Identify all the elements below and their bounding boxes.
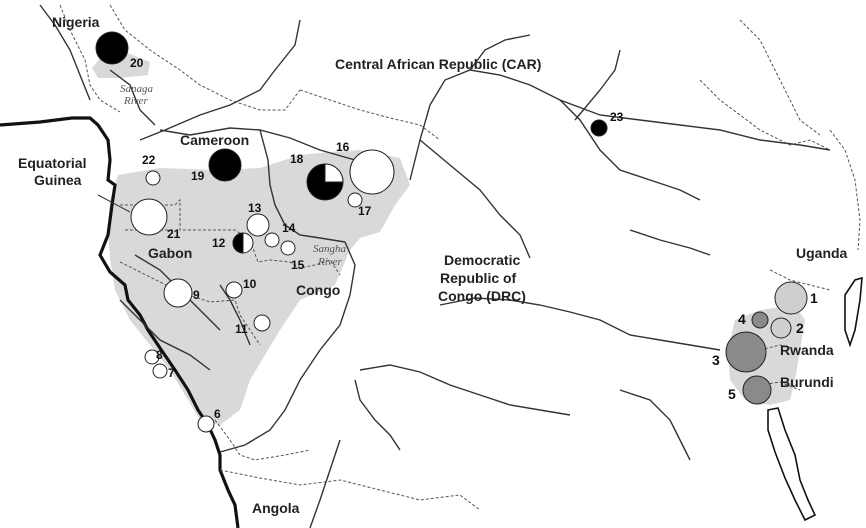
site-marker-21 [130, 198, 168, 236]
site-label-4: 4 [738, 311, 746, 327]
site-marker-16 [349, 149, 395, 195]
river-label-sanaga-river: River [123, 95, 149, 107]
site-label-5: 5 [728, 386, 736, 402]
site-marker-7 [152, 363, 168, 379]
site-marker-19 [208, 148, 242, 182]
site-marker-3 [725, 331, 767, 373]
river-label-sangha-river: River [317, 256, 343, 268]
site-label-3: 3 [712, 352, 720, 368]
country-label-gabon: Gabon [148, 245, 192, 261]
site-marker-22 [145, 170, 161, 186]
site-marker-6 [197, 415, 215, 433]
river-label-sanaga: Sanaga [120, 83, 154, 95]
site-marker-13 [246, 213, 270, 237]
country-label-nigeria: Nigeria [52, 14, 100, 30]
site-marker-8 [144, 349, 160, 365]
site-marker-17 [347, 192, 363, 208]
country-label-car: Central African Republic (CAR) [335, 56, 541, 72]
country-label-republic-of: Republic of [440, 270, 517, 286]
country-label-guinea: Guinea [34, 172, 82, 188]
site-marker-11 [253, 314, 271, 332]
country-label-uganda: Uganda [796, 245, 848, 261]
site-marker-9 [163, 278, 193, 308]
site-marker-2 [770, 317, 792, 339]
site-marker-20 [95, 31, 129, 65]
site-label-22: 22 [142, 153, 156, 167]
country-label-burundi: Burundi [780, 374, 834, 390]
lake-tanganyika [767, 407, 817, 522]
site-label-1: 1 [810, 290, 818, 306]
site-label-10: 10 [243, 277, 257, 291]
rivers [39, 4, 831, 528]
site-label-14: 14 [282, 221, 296, 235]
site-marker-14 [264, 232, 280, 248]
coastline [0, 116, 240, 528]
site-label-17: 17 [358, 204, 372, 218]
site-marker-12-black-half [232, 232, 244, 254]
site-label-18: 18 [290, 152, 304, 166]
site-label-21: 21 [167, 227, 181, 241]
lake-albert [844, 276, 863, 348]
country-borders [59, 4, 861, 511]
country-label-cameroon: Cameroon [180, 132, 249, 148]
site-label-9: 9 [193, 288, 200, 302]
sampling-sites [95, 31, 808, 433]
forest-range-west [108, 150, 410, 425]
site-label-23: 23 [610, 110, 624, 124]
country-label-rwanda: Rwanda [780, 342, 834, 358]
site-label-8: 8 [156, 348, 163, 362]
site-marker-15 [280, 240, 296, 256]
site-label-11: 11 [235, 322, 248, 336]
site-labels: 1 2 3 4 5 6 7 8 9 10 11 12 13 14 15 16 1… [130, 56, 818, 421]
country-label-congo: Congo [296, 282, 340, 298]
site-marker-23 [590, 119, 608, 137]
country-label-equatorial: Equatorial [18, 155, 86, 171]
site-label-12: 12 [212, 236, 226, 250]
site-marker-4 [751, 311, 769, 329]
site-label-7: 7 [168, 366, 175, 380]
site-label-2: 2 [796, 320, 804, 336]
site-label-15: 15 [291, 258, 305, 272]
river-label-sangha: Sangha [313, 243, 347, 255]
site-label-16: 16 [336, 140, 350, 154]
site-label-20: 20 [130, 56, 144, 70]
site-label-13: 13 [248, 201, 262, 215]
site-marker-18-white-slice [324, 163, 344, 183]
country-label-congo-drc: Congo (DRC) [438, 288, 526, 304]
site-label-19: 19 [191, 169, 205, 183]
site-marker-1 [774, 281, 808, 315]
country-label-angola: Angola [252, 500, 300, 516]
site-label-6: 6 [214, 407, 221, 421]
eq-guinea-leader-line [97, 194, 131, 213]
site-marker-5 [742, 375, 772, 405]
site-marker-10 [225, 281, 243, 299]
country-label-democratic: Democratic [444, 252, 520, 268]
